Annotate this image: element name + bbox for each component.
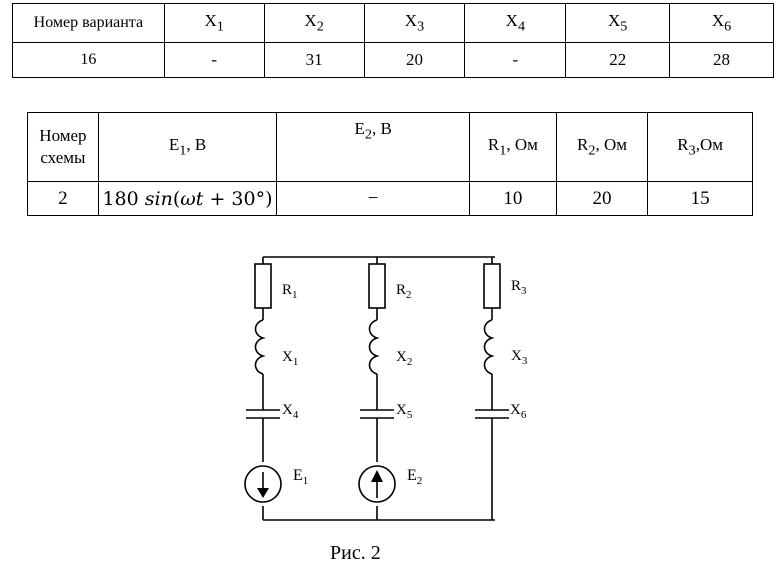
- header-sub: 6: [724, 18, 732, 35]
- resistor-r2: [368, 263, 386, 309]
- header-unit: , Ом: [595, 134, 627, 154]
- header-x4: X4: [464, 3, 567, 43]
- scheme-table-row: 2 180 sin(ωt + 30°) − 10 20 15: [27, 181, 753, 216]
- header-r2: R2, Ом: [555, 112, 649, 182]
- header-text: X: [608, 10, 621, 30]
- cell-e1: 180 sin(ωt + 30°): [97, 181, 278, 216]
- e1-func: sin: [144, 187, 173, 210]
- inductor-x3: [483, 319, 495, 375]
- label-r2: R2: [396, 282, 412, 301]
- source-e2-arrow-head: [371, 470, 383, 482]
- variant-table: Номер варианта X1 X2 X3 X4 X5 X6 16 - 31…: [12, 3, 774, 78]
- cell-x3: 20: [363, 42, 466, 78]
- header-variant-number: Номер варианта: [12, 3, 165, 43]
- header-sub: 2: [316, 18, 324, 35]
- label-e1: E1: [293, 467, 308, 487]
- label-r3: R3: [511, 278, 527, 297]
- header-x6: X6: [669, 3, 774, 43]
- header-text: X: [204, 10, 217, 30]
- cell-x2: 31: [263, 42, 365, 78]
- header-unit: , Ом: [506, 134, 538, 154]
- header-text: R: [487, 134, 500, 154]
- header-e2: E2, В: [276, 112, 471, 182]
- inductor-x1: [254, 319, 266, 375]
- header-text: E: [354, 119, 365, 138]
- header-sub: 1: [216, 18, 224, 35]
- header-text: R: [577, 134, 589, 154]
- label-x5: X5: [396, 402, 413, 421]
- source-e1-arrow-head: [257, 488, 269, 498]
- capacitor-x5: [360, 409, 394, 419]
- cell-r1: 10: [469, 181, 557, 216]
- cell-r3: 15: [647, 181, 753, 216]
- cell-e2: −: [276, 181, 471, 216]
- header-text: X: [304, 10, 317, 30]
- header-x5: X5: [565, 3, 671, 43]
- header-text: X: [404, 10, 418, 30]
- label-r1: R1: [282, 282, 298, 301]
- header-r1: R1, Ом: [469, 112, 557, 182]
- branch-3: [475, 257, 509, 520]
- e1-omega: ω: [180, 187, 196, 210]
- header-text: R: [677, 134, 689, 154]
- inductor-x2: [368, 319, 380, 375]
- circuit-diagram: R1 R2 R3 X1 X2 X3 X4 X5 X6 E1 E2: [244, 256, 528, 521]
- resistor-r3: [483, 263, 501, 309]
- label-x4: X4: [282, 402, 299, 421]
- cell-x4: -: [464, 42, 567, 78]
- resistor-r1: [254, 263, 272, 309]
- e1-amplitude: 180: [102, 187, 145, 210]
- variant-table-row: 16 - 31 20 - 22 28: [12, 42, 774, 78]
- cell-variant-number: 16: [12, 42, 165, 78]
- header-unit: ,Ом: [695, 134, 724, 154]
- figure-caption: Рис. 2: [330, 542, 381, 564]
- header-text: E: [168, 134, 180, 154]
- branch-2: [358, 257, 396, 520]
- variant-table-header-row: Номер варианта X1 X2 X3 X4 X5 X6: [12, 3, 774, 43]
- label-x6: X6: [510, 402, 527, 421]
- label-e2: E2: [407, 467, 422, 487]
- capacitor-x6: [475, 409, 509, 419]
- e1-time: t: [195, 187, 204, 210]
- source-e1: [244, 465, 282, 503]
- header-unit: , В: [371, 119, 392, 138]
- header-sub: 5: [620, 18, 628, 35]
- header-sub: 4: [517, 18, 526, 35]
- header-text: X: [711, 10, 725, 30]
- header-sub: 2: [588, 142, 596, 159]
- cell-scheme-number: 2: [27, 181, 99, 216]
- cell-x1: -: [163, 42, 265, 78]
- header-text: X: [505, 10, 518, 30]
- header-sub: 3: [417, 18, 425, 35]
- header-x2: X2: [263, 3, 365, 43]
- capacitor-x4: [246, 409, 280, 419]
- branch-1: [244, 257, 282, 520]
- header-sub: 2: [364, 126, 372, 143]
- header-e1: E1, В: [97, 112, 278, 182]
- e1-phase: + 30°): [203, 187, 273, 210]
- label-x1: X1: [282, 349, 298, 368]
- header-sub: 3: [688, 142, 696, 159]
- cell-r2: 20: [555, 181, 649, 216]
- e1-paren: (: [172, 187, 181, 210]
- header-sub: 1: [499, 142, 507, 159]
- cell-x6: 28: [669, 42, 774, 78]
- header-unit: , В: [186, 134, 207, 154]
- header-x3: X3: [363, 3, 466, 43]
- label-x2: X2: [396, 349, 412, 368]
- header-sub: 1: [179, 142, 187, 159]
- source-e2: [358, 465, 396, 503]
- header-x1: X1: [163, 3, 265, 43]
- cell-x5: 22: [565, 42, 671, 78]
- header-text: Номер варианта: [33, 14, 144, 31]
- header-r3: R3,Ом: [647, 112, 753, 182]
- label-x3: X3: [511, 348, 528, 367]
